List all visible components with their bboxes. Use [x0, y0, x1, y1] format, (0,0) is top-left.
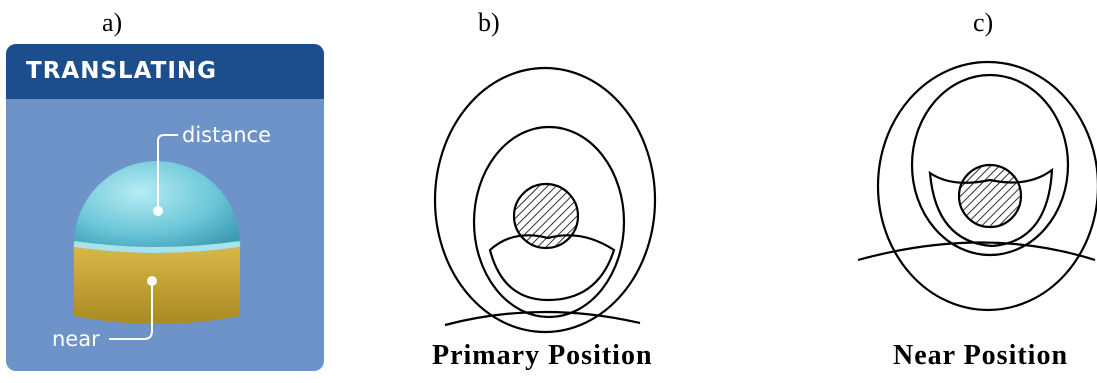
near-position-diagram	[857, 60, 1097, 312]
panel-a-header: TRANSLATING	[6, 44, 324, 99]
near-zone	[74, 247, 240, 324]
panel-c-label: c)	[973, 8, 994, 37]
outer-contour	[876, 60, 1097, 312]
lid-arc	[444, 310, 641, 327]
primary-position-diagram	[433, 66, 657, 334]
lid-arc	[857, 241, 1096, 262]
panel-a-label: a)	[102, 8, 123, 37]
inner-contour	[472, 125, 626, 319]
inner-contour	[910, 73, 1070, 257]
distance-label: distance	[182, 123, 271, 147]
panel-a-title: TRANSLATING	[26, 58, 218, 84]
pupil	[957, 163, 1023, 229]
translating-lens-panel: TRANSLATING distance near	[6, 44, 324, 371]
primary-position-caption: Primary Position	[432, 340, 653, 371]
near-marker	[147, 276, 157, 286]
near-label: near	[52, 327, 100, 351]
near-position-caption: Near Position	[893, 340, 1069, 371]
lens-illustration: distance near	[52, 123, 271, 351]
panel-b-label: b)	[478, 8, 500, 37]
distance-marker	[153, 206, 163, 216]
transition-line	[73, 241, 241, 253]
pupil	[512, 182, 580, 250]
outer-contour	[433, 66, 657, 334]
